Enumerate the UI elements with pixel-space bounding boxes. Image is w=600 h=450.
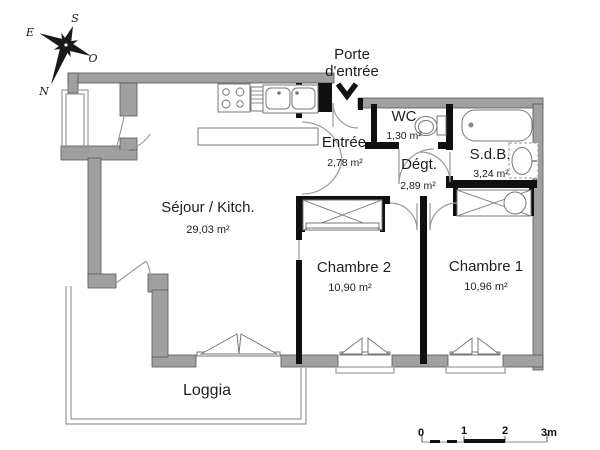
- compass-north-label: N: [38, 85, 49, 98]
- room-area-wc: 1,30 m²: [386, 130, 422, 142]
- window-chambre1: [445, 336, 506, 374]
- scale-tick-2: 2: [502, 425, 508, 437]
- washbasin: [508, 142, 539, 179]
- entrance-arrow-icon: [335, 82, 359, 101]
- room-label-chambre2: Chambre 2: [316, 259, 392, 276]
- entrance-label-line1: Porte: [334, 46, 370, 63]
- room-label-sejour: Séjour / Kitch.: [161, 199, 255, 216]
- compass-south-label: S: [71, 12, 79, 25]
- room-area-entree: 2,78 m²: [327, 157, 363, 169]
- sejour-opening: [301, 121, 343, 163]
- window-chambre2: [335, 336, 395, 374]
- scale-tick-1: 1: [461, 425, 467, 437]
- room-label-degagement: Dégt.: [401, 156, 437, 173]
- scale-tick-0: 0: [418, 427, 424, 439]
- alcove-door: [115, 116, 125, 151]
- french-window-sejour: [196, 333, 281, 357]
- room-label-loggia: Loggia: [182, 382, 232, 399]
- room-area-chambre1: 10,96 m²: [464, 281, 508, 293]
- compass-west-label: O: [88, 52, 97, 65]
- room-label-wc: WC: [391, 108, 417, 125]
- kitchen-block: [197, 83, 319, 146]
- compass-rose-icon: S E O N: [25, 12, 98, 98]
- room-label-chambre1: Chambre 1: [448, 258, 524, 275]
- loggia-door: [115, 260, 147, 284]
- kitchen-counter: [197, 127, 319, 146]
- loggia-outline: [65, 286, 307, 425]
- wardrobe-chambre1: [456, 189, 532, 217]
- entrance-label: Porte d'entrée: [325, 46, 379, 80]
- room-label-entree: Entrée: [321, 134, 367, 151]
- room-label-sdb: S.d.B.: [469, 146, 511, 163]
- water-heater: [503, 191, 527, 215]
- room-area-sejour: 29,03 m²: [186, 224, 230, 236]
- window-left: [61, 89, 89, 153]
- scale-tick-3: 3m: [541, 427, 557, 439]
- room-area-sdb: 3,24 m²: [473, 168, 509, 180]
- room-area-chambre2: 10,90 m²: [328, 282, 372, 294]
- scale-bar: 0 1 2 3m: [418, 425, 557, 443]
- door-swings: [115, 102, 458, 284]
- entrance-label-line2: d'entrée: [325, 63, 379, 80]
- compass-east-label: E: [25, 26, 34, 39]
- toilet: [414, 115, 447, 136]
- wardrobe-chambre2: [302, 199, 383, 231]
- bathtub: [461, 109, 533, 142]
- room-area-degagement: 2,89 m²: [400, 180, 436, 192]
